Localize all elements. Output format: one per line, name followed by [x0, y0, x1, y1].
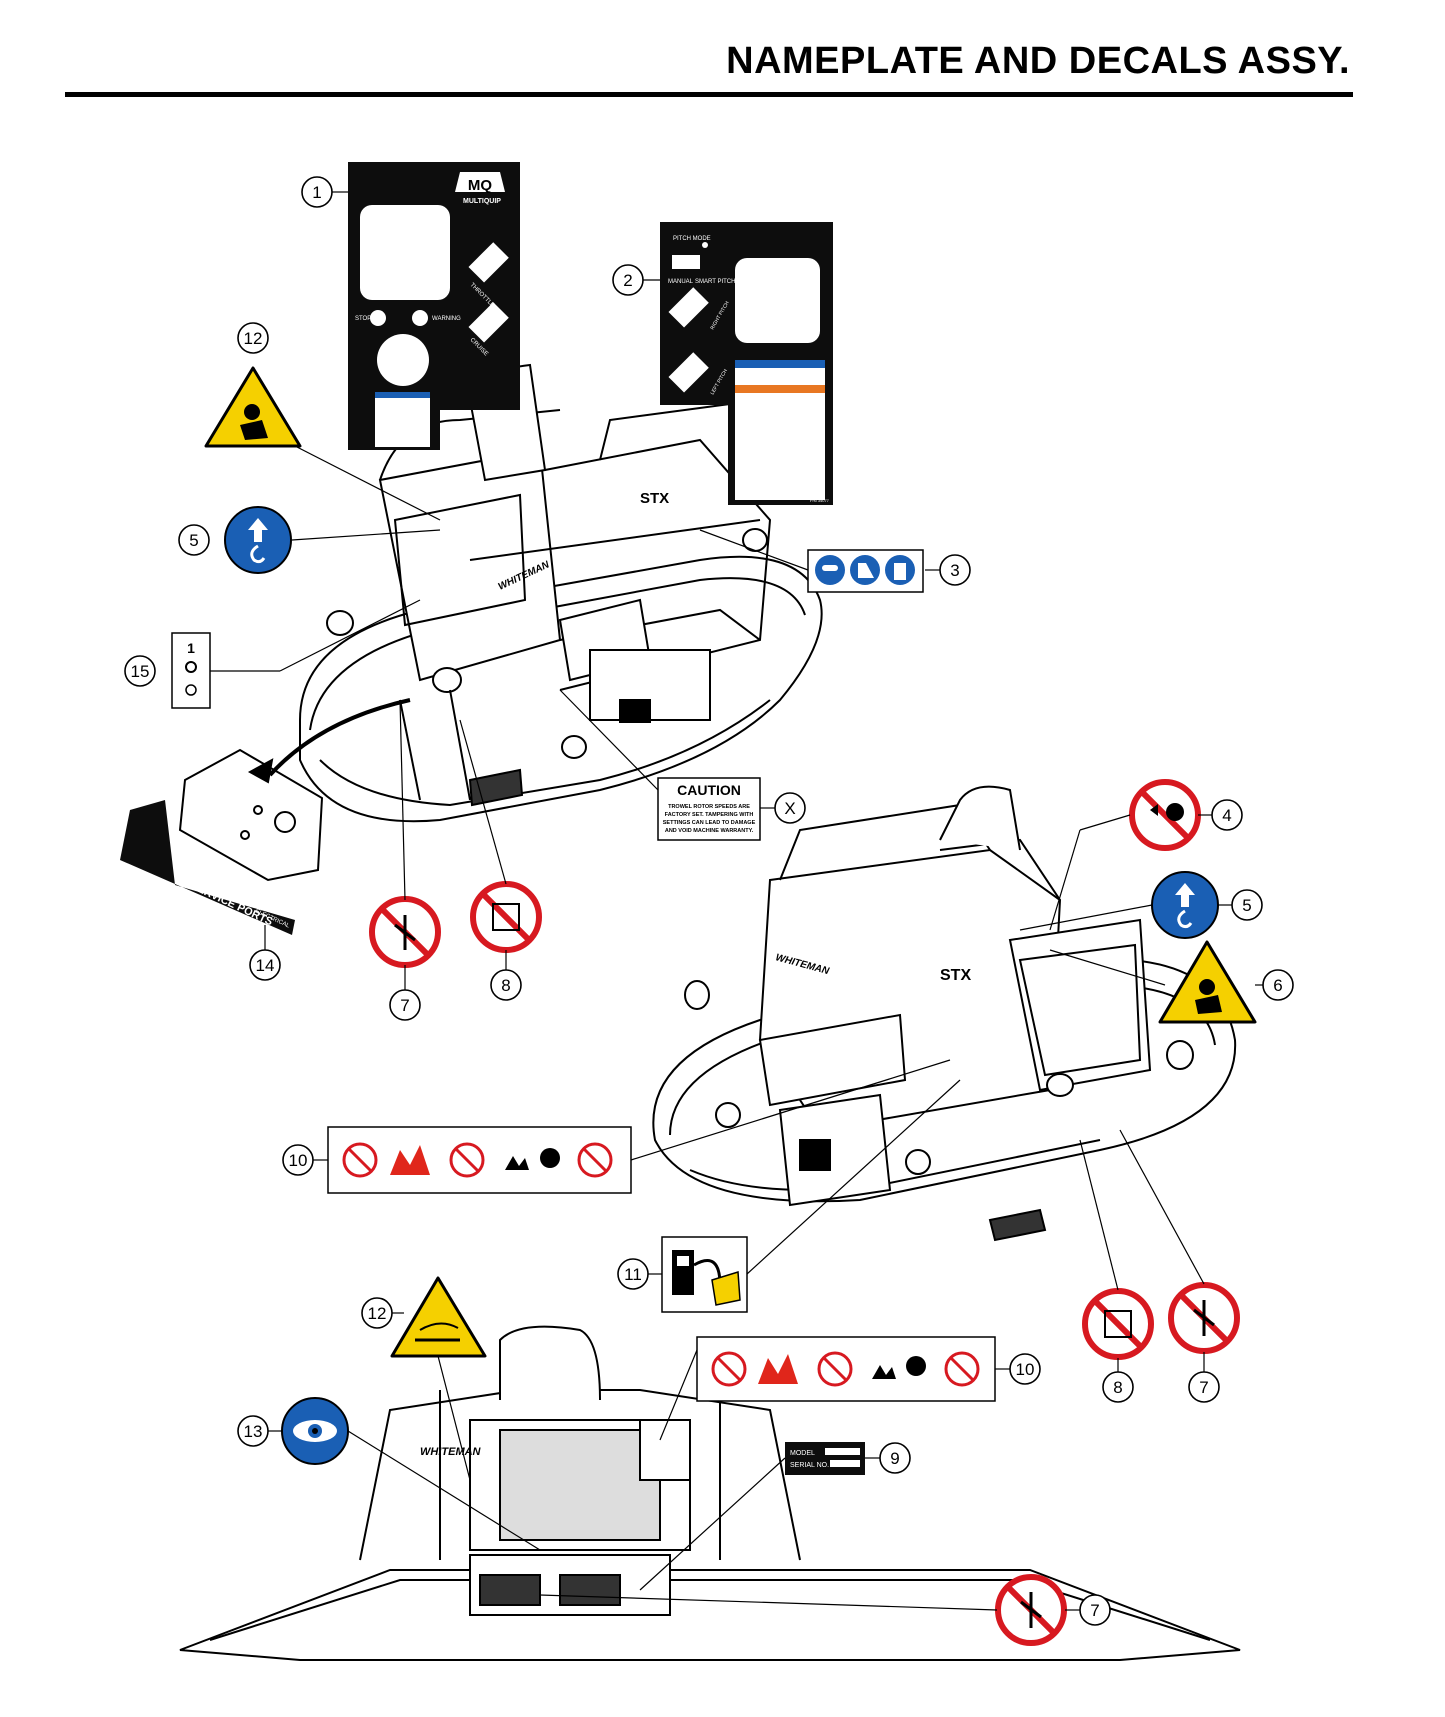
callout-12-bottom: 12 [361, 1297, 393, 1329]
decal-4-no-spark [1132, 782, 1198, 848]
svg-text:5: 5 [189, 531, 198, 550]
callout-13: 13 [237, 1415, 269, 1447]
decal-3-ppe [807, 549, 924, 593]
svg-text:2: 2 [623, 271, 632, 290]
svg-text:MULTIQUIP: MULTIQUIP [463, 198, 501, 205]
svg-text:MQ: MQ [468, 177, 492, 194]
decal-12-hot-surface [390, 1276, 487, 1358]
callout-8-top: 8 [490, 969, 522, 1001]
page-title: NAMEPLATE AND DECALS ASSY. [726, 40, 1350, 82]
svg-text:FACTORY SET. TAMPERING WITH: FACTORY SET. TAMPERING WITH [665, 812, 754, 818]
svg-text:CAUTION: CAUTION [677, 782, 741, 798]
svg-text:STX: STX [640, 490, 669, 507]
svg-text:7: 7 [1090, 1601, 1099, 1620]
svg-text:8: 8 [501, 976, 510, 995]
svg-text:SETTINGS CAN LEAD TO DAMAGE: SETTINGS CAN LEAD TO DAMAGE [663, 820, 756, 826]
svg-text:SERIAL NO.: SERIAL NO. [790, 1462, 829, 1469]
decal-1-control-panel: MQ MULTIQUIP STOP WARNING THROTTLE CRUIS… [348, 162, 520, 450]
decal-10-bottom [696, 1336, 996, 1402]
svg-text:7: 7 [400, 996, 409, 1015]
decal-x-caution: CAUTION TROWEL ROTOR SPEEDS ARE FACTORY … [657, 777, 761, 841]
machine-top-view: STX WHITEMAN [299, 363, 823, 823]
decal-10-mid [327, 1126, 632, 1194]
callout-8-mid: 8 [1102, 1371, 1134, 1403]
decal-5-lift-point-mid [1151, 871, 1219, 939]
decal-2-pitch-panel: PITCH MODE MANUAL SMART PITCH™ RIGHT PIT… [660, 222, 833, 505]
svg-text:PITCH MODE: PITCH MODE [673, 236, 711, 242]
svg-text:8: 8 [1113, 1378, 1122, 1397]
svg-text:11: 11 [624, 1265, 642, 1284]
svg-text:6: 6 [1273, 976, 1282, 995]
callout-14: 14 [249, 949, 281, 981]
svg-text:10: 10 [1016, 1360, 1035, 1379]
decal-7-mid [1171, 1285, 1237, 1351]
callout-5-mid: 5 [1231, 889, 1263, 921]
callout-11: 11 [617, 1258, 649, 1290]
decal-7-top [372, 899, 438, 965]
callout-10-mid: 10 [282, 1144, 314, 1176]
svg-text:13: 13 [244, 1422, 263, 1441]
access-panel [178, 698, 411, 882]
callout-6: 6 [1262, 969, 1294, 1001]
title-rule [65, 92, 1353, 97]
callout-bubbles: 1 2 3 4 5 5 6 7 7 7 8 8 9 10 10 11 12 12… [124, 176, 1294, 1626]
svg-text:X: X [784, 799, 795, 818]
svg-text:15: 15 [131, 662, 150, 681]
callout-9: 9 [879, 1442, 911, 1474]
callout-7-bottom: 7 [1079, 1594, 1111, 1626]
svg-text:12: 12 [244, 329, 263, 348]
callout-x: X [774, 792, 806, 824]
machine-front-view: WHITEMAN [179, 1325, 1241, 1661]
decal-15-switch: 1 [171, 632, 211, 709]
decal-13-eye-protection [281, 1397, 349, 1465]
svg-text:10: 10 [289, 1151, 308, 1170]
decal-7-bottom [998, 1577, 1064, 1643]
callout-2: 2 [612, 264, 644, 296]
svg-text:1: 1 [187, 640, 195, 656]
decal-6-crush-warning [1158, 940, 1257, 1024]
svg-text:MANUAL: MANUAL [668, 279, 694, 285]
svg-text:STOP: STOP [355, 316, 371, 322]
callout-3: 3 [939, 554, 971, 586]
svg-text:1: 1 [312, 183, 321, 202]
decal-9-nameplate: MODEL SERIAL NO. [785, 1442, 865, 1475]
svg-text:4: 4 [1222, 806, 1231, 825]
svg-text:SMART PITCH™: SMART PITCH™ [695, 278, 741, 285]
callout-10-bottom: 10 [1009, 1353, 1041, 1385]
callout-7-top: 7 [389, 989, 421, 1021]
leader-lines [210, 191, 1263, 1611]
svg-text:7: 7 [1199, 1378, 1208, 1397]
callout-15: 15 [124, 655, 156, 687]
svg-text:P/N 34077: P/N 34077 [810, 498, 830, 503]
svg-text:AND VOID MACHINE WARRANTY.: AND VOID MACHINE WARRANTY. [665, 828, 754, 834]
svg-text:5: 5 [1242, 896, 1251, 915]
svg-text:3: 3 [950, 561, 959, 580]
svg-text:MODEL: MODEL [790, 1450, 815, 1457]
svg-text:SERVICE PORTS: SERVICE PORTS [189, 880, 275, 929]
machine-side-view: STX WHITEMAN [652, 785, 1237, 1242]
svg-text:TROWEL ROTOR SPEEDS ARE: TROWEL ROTOR SPEEDS ARE [668, 804, 750, 810]
callout-1: 1 [301, 176, 333, 208]
decal-12-crush-warning-top [204, 366, 302, 448]
svg-text:12: 12 [368, 1304, 387, 1323]
svg-text:WHITEMAN: WHITEMAN [420, 1446, 482, 1458]
decal-8-mid [1085, 1291, 1151, 1357]
callout-5-top: 5 [178, 524, 210, 556]
svg-text:9: 9 [890, 1449, 899, 1468]
callout-7-mid: 7 [1188, 1371, 1220, 1403]
svg-text:14: 14 [256, 956, 275, 975]
callout-4: 4 [1211, 799, 1243, 831]
callout-12-top: 12 [237, 322, 269, 354]
svg-text:STX: STX [940, 967, 971, 984]
decal-8-top [473, 884, 539, 950]
decal-5-lift-point-top [224, 506, 292, 574]
svg-text:WARNING: WARNING [432, 316, 461, 322]
decal-11-fuel [661, 1236, 748, 1313]
